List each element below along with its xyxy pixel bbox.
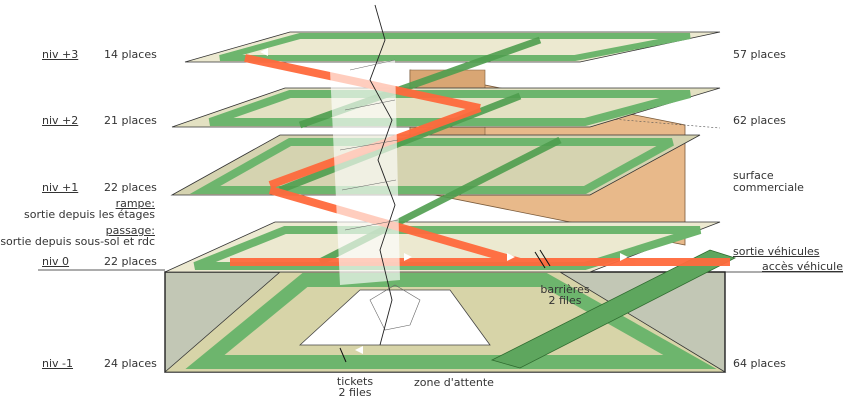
barriers-label-line1: barrières — [540, 283, 590, 296]
places-right-plus3: 57 places — [733, 48, 786, 61]
direction-arrows — [260, 48, 628, 354]
barrier-marks — [339, 249, 551, 363]
level-name-0: niv 0 — [42, 255, 70, 268]
level-name-minus1: niv -1 — [42, 357, 74, 370]
places-left-0: 22 places — [104, 255, 157, 268]
places-left-plus1: 22 places — [104, 181, 157, 194]
vehicle-exit-label: sortie véhicules — [733, 245, 820, 258]
places-right-minus1: 64 places — [733, 357, 786, 370]
access-ramp — [490, 249, 737, 369]
places-right-plus2: 62 places — [733, 114, 786, 127]
places-left-minus1: 24 places — [104, 357, 157, 370]
places-left-plus2: 21 places — [104, 114, 157, 127]
basement-level — [163, 271, 727, 373]
tickets-label-line1: tickets — [336, 375, 374, 388]
level-name-plus2: niv +2 — [42, 114, 79, 127]
barriers-label-line2: 2 files — [548, 294, 582, 307]
level-3-slab — [184, 31, 721, 63]
places-left-plus3: 14 places — [104, 48, 157, 61]
commercial-label-line2: commerciale — [733, 181, 804, 194]
tickets-label-line2: 2 files — [338, 386, 372, 399]
central-void — [330, 4, 400, 346]
level-name-plus3: niv +3 — [42, 48, 79, 61]
waiting-zone-label: zone d'attente — [414, 376, 494, 389]
ramp-legend-text: sortie depuis les étages — [24, 208, 155, 221]
passage-legend-text: sortie depuis sous-sol et rdc — [0, 235, 155, 248]
passage-legend-title: passage: — [105, 224, 155, 237]
ramp-legend-title: rampe: — [115, 197, 155, 210]
commercial-label-line1: surface — [733, 169, 774, 182]
level-name-plus1: niv +1 — [42, 181, 79, 194]
vehicle-access-label: accès véhicules — [762, 260, 843, 273]
